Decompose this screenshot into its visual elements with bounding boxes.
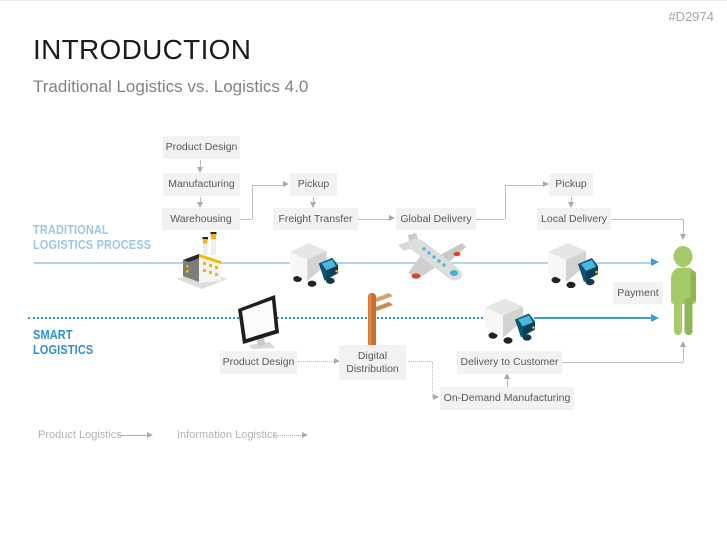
connector-warehousing-pickup1: [240, 219, 252, 220]
legend-solid-arrow-icon: [147, 432, 153, 438]
flow-box-delivery-to-customer: Delivery to Customer: [457, 351, 562, 374]
connector-globaldelivery-pickup2: [505, 185, 543, 186]
arrow-right-icon: [543, 181, 549, 187]
page-subtitle: Traditional Logistics vs. Logistics 4.0: [33, 77, 309, 96]
flow-box-product-design: Product Design: [163, 136, 240, 159]
flow-box-product-design-smart: Product Design: [220, 351, 297, 374]
connector-globaldelivery-pickup2: [505, 185, 506, 219]
arrow-down-icon: [197, 167, 203, 173]
slide-id: #D2974: [668, 9, 714, 24]
connector-manufacturing-warehousing: [200, 197, 201, 203]
connector-globaldelivery-pickup2: [476, 219, 505, 220]
arrow-up-icon: [504, 373, 510, 379]
arrow-down-icon: [680, 234, 686, 240]
truck-icon: [286, 240, 340, 287]
legend-dotted-arrow-icon: [302, 432, 308, 438]
flow-box-pickup-1: Pickup: [290, 173, 337, 196]
traditional-lane-arrow-icon: [651, 258, 659, 266]
arrow-right-icon: [283, 181, 289, 187]
connector-freighttransfer-globaldelivery: [358, 219, 389, 220]
arrow-down-icon: [568, 202, 574, 208]
connector-ondemand-deliverytocustomer: [507, 378, 508, 387]
traditional-lane-line: [34, 262, 651, 264]
flow-box-local-delivery: Local Delivery: [537, 208, 611, 230]
person-customer-icon: [664, 246, 702, 336]
arrow-right-icon: [389, 215, 395, 221]
connector-pickup1-freighttransfer: [313, 197, 314, 203]
arrow-up-icon: [680, 341, 686, 347]
connector-localdelivery-customer: [611, 219, 683, 220]
smart-lane-arrow-icon: [651, 314, 659, 322]
arrow-right-icon: [334, 358, 340, 364]
lane-label-traditional: TRADITIONAL LOGISTICS PROCESS: [33, 222, 152, 252]
flow-box-global-delivery: Global Delivery: [396, 208, 476, 230]
monitor-icon: [232, 292, 284, 349]
page-title: INTRODUCTION: [33, 34, 252, 65]
flow-box-manufacturing: Manufacturing: [163, 173, 240, 196]
smart-lane-solid-line: [534, 317, 651, 319]
truck-icon: [481, 295, 537, 344]
connector-productdesign-manufacturing: [200, 160, 201, 169]
legend-product-logistics-label: Product Logistics: [38, 429, 122, 441]
flow-box-freight-transfer: Freight Transfer: [273, 208, 358, 230]
connector-deliverytocustomer-customer: [561, 362, 683, 363]
connector-digitaldistribution-ondemand: [408, 361, 432, 362]
legend-solid-arrow-icon: [118, 435, 147, 436]
flow-box-on-demand-manufacturing: On-Demand Manufacturing: [440, 387, 574, 410]
connector-warehousing-pickup1: [252, 185, 253, 219]
flow-box-digital-distribution: Digital Distribution: [339, 345, 406, 380]
flow-box-payment: Payment: [613, 282, 663, 304]
arrow-down-icon: [197, 202, 203, 208]
lane-label-smart: SMART LOGISTICS: [33, 327, 94, 357]
connector-productdesign-digitaldistribution: [298, 361, 334, 362]
connector-digitaldistribution-ondemand: [432, 362, 433, 398]
flow-box-pickup-2: Pickup: [549, 173, 593, 196]
connector-pickup2-localdelivery: [571, 197, 572, 203]
flow-box-warehousing: Warehousing: [162, 208, 240, 230]
arrow-right-icon: [433, 394, 439, 400]
connector-localdelivery-customer: [683, 219, 684, 235]
legend-dotted-arrow-icon: [273, 435, 301, 436]
airplane-icon: [396, 233, 470, 287]
connector-deliverytocustomer-customer: [683, 347, 684, 362]
signpost-icon: [352, 290, 394, 352]
connector-warehousing-pickup1: [252, 185, 283, 186]
legend-information-logistics-label: Information Logistics: [177, 429, 278, 441]
arrow-down-icon: [310, 202, 316, 208]
truck-icon: [544, 240, 600, 288]
factory-icon: [176, 232, 228, 289]
